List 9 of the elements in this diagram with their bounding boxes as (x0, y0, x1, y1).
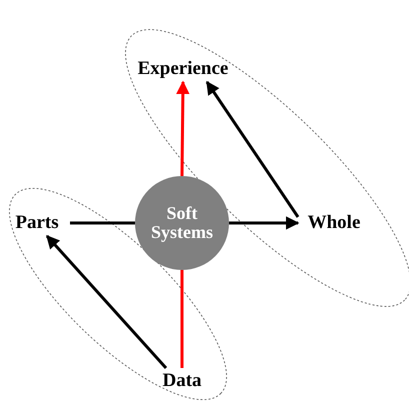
arrow (229, 216, 300, 230)
node-label: Experience (127, 56, 239, 82)
node-label: Data (150, 368, 214, 394)
circle-node: Soft Systems (135, 176, 229, 270)
arrow (46, 235, 168, 369)
node-label: Whole (298, 210, 370, 236)
arrow (206, 80, 300, 218)
arrow (176, 80, 190, 176)
node-label: Parts (4, 210, 70, 236)
